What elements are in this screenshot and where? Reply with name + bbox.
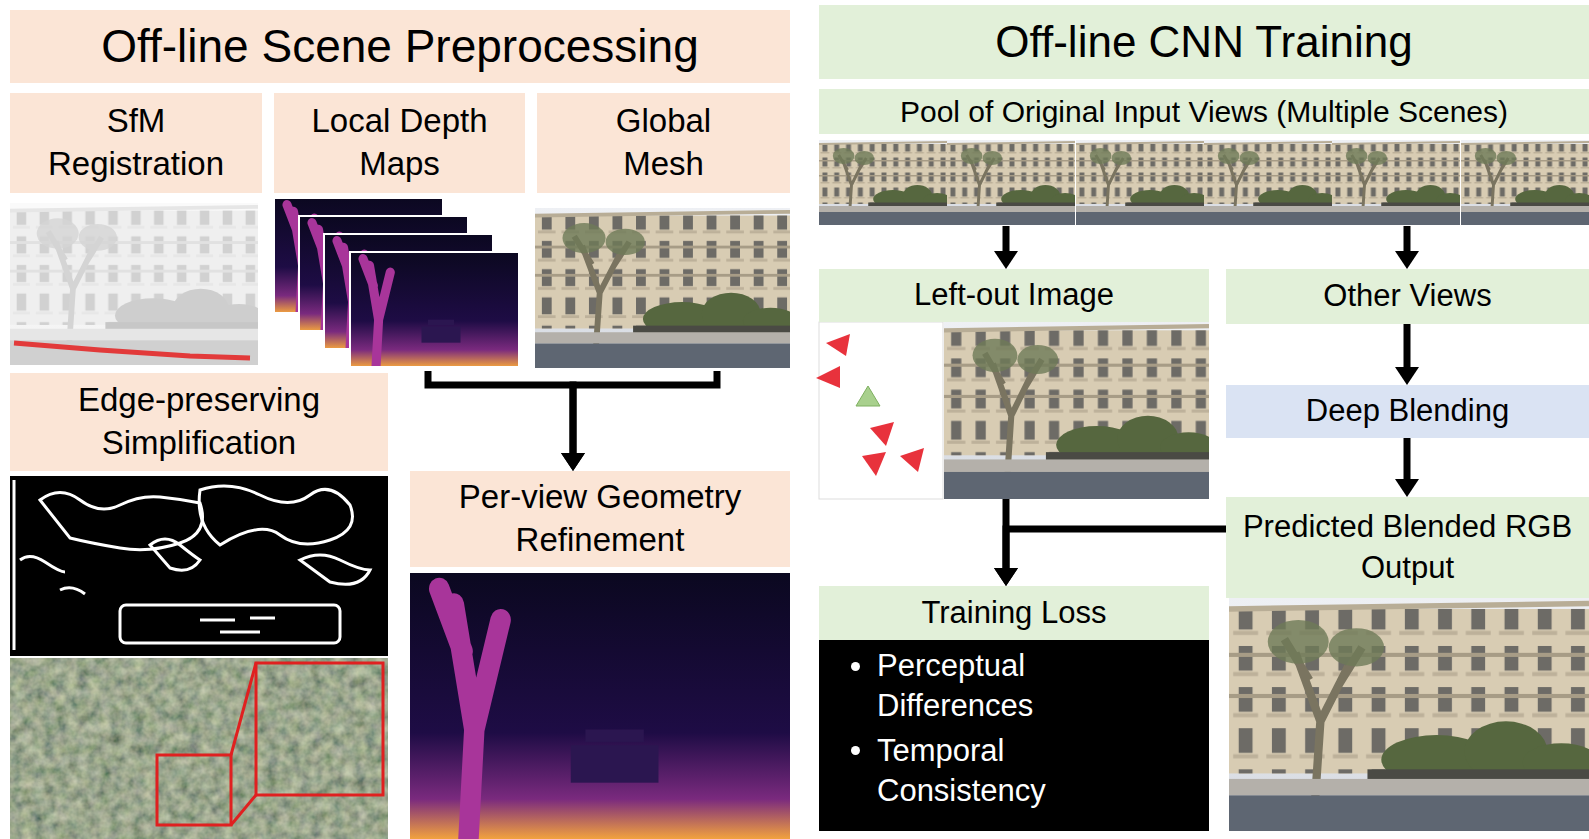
text-panel: Perceptual DifferencesTemporal Consisten… <box>819 640 1209 831</box>
input-view-strip <box>819 140 1589 225</box>
predicted-picture <box>1229 598 1589 831</box>
node-label: Off-line Scene Preprocessing <box>101 17 698 77</box>
mesh-picture <box>535 208 798 368</box>
node-label: SfM Registration <box>18 100 254 186</box>
node-label: Deep Blending <box>1306 391 1509 431</box>
node-label: Training Loss <box>922 593 1107 633</box>
process-box: Training Loss <box>819 586 1209 640</box>
node-label: Local Depth Maps <box>282 100 517 186</box>
sfm-picture <box>10 203 266 365</box>
process-box: SfM Registration <box>10 93 262 193</box>
node-label: Global Mesh <box>589 100 739 186</box>
node-label: Perceptual Differences <box>877 646 1147 727</box>
edge-picture <box>10 476 388 839</box>
bullet-row: Temporal Consistency <box>851 731 1147 812</box>
node-label: Other Views <box>1323 276 1491 316</box>
process-box: Edge-preserving Simplification <box>10 373 388 471</box>
process-box: Global Mesh <box>537 93 790 193</box>
node-label: Pool of Original Input Views (Multiple S… <box>900 92 1508 131</box>
process-box: Off-line Scene Preprocessing <box>10 10 790 83</box>
process-box: Predicted Blended RGB Output <box>1226 497 1589 598</box>
refined-depth-picture <box>410 573 790 839</box>
left-out-picture <box>816 322 1217 499</box>
process-box: Pool of Original Input Views (Multiple S… <box>819 89 1589 134</box>
node-label: Left-out Image <box>914 275 1114 315</box>
node-label: Predicted Blended RGB Output <box>1234 507 1581 588</box>
bullet-dot <box>851 746 860 755</box>
process-box: Left-out Image <box>819 269 1209 322</box>
process-box: Deep Blending <box>1226 385 1589 438</box>
depth-map-stack <box>274 198 519 367</box>
flow-arrow <box>1404 438 1411 479</box>
node-label: Off-line CNN Training <box>995 13 1412 70</box>
process-box: Per-view Geometry Refinement <box>410 471 790 567</box>
node-label: Per-view Geometry Refinement <box>418 476 782 562</box>
node-label: Temporal Consistency <box>877 731 1147 812</box>
flow-arrow <box>1404 324 1411 367</box>
process-box: Local Depth Maps <box>274 93 525 193</box>
node-label: Edge-preserving Simplification <box>18 379 380 465</box>
process-box: Off-line CNN Training <box>819 5 1589 79</box>
bullet-row: Perceptual Differences <box>851 646 1147 727</box>
process-box: Other Views <box>1226 269 1589 324</box>
flow-arrow <box>1006 529 1226 568</box>
bullet-dot <box>851 662 860 671</box>
